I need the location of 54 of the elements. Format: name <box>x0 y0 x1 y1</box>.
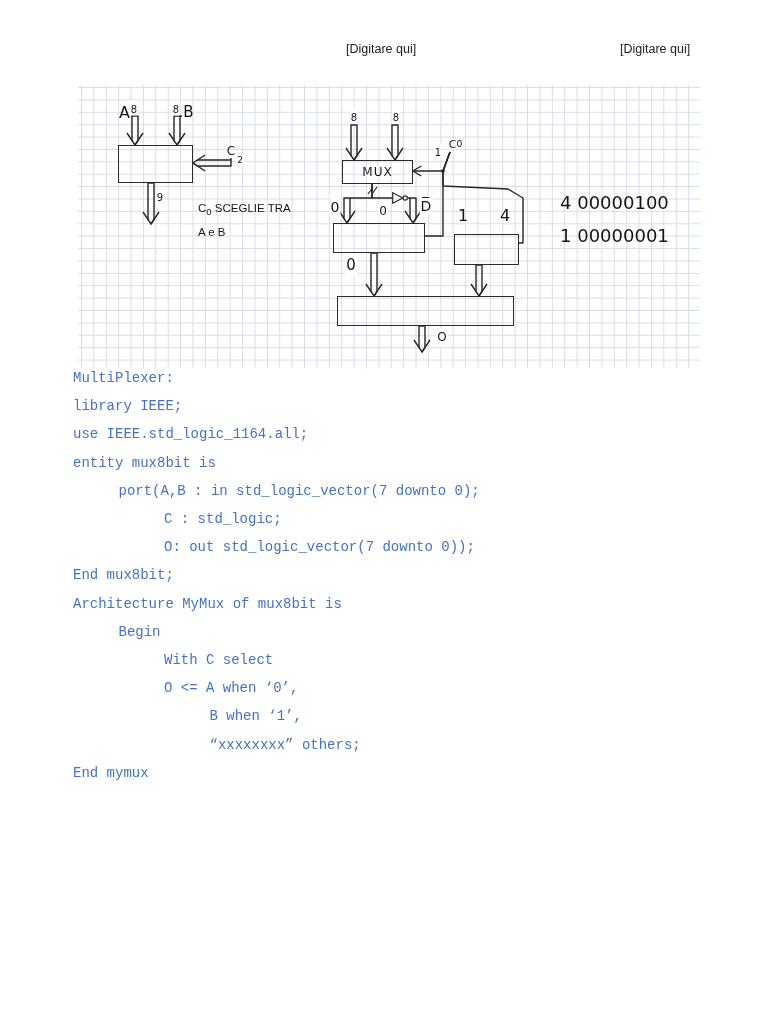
bus-arrow <box>470 264 488 297</box>
connector-line <box>442 151 524 244</box>
signal-label: C <box>225 143 237 158</box>
code-line: O: out std_logic_vector(7 downto 0)); <box>164 539 475 556</box>
edge-label: 0 <box>378 202 388 220</box>
mux-block: MUX <box>342 160 413 184</box>
bus-arrow <box>142 182 160 225</box>
input-value-label: 1 <box>458 207 469 226</box>
edge-label: 0 <box>345 254 357 276</box>
bus-arrow <box>413 325 431 353</box>
edge-label: 0 <box>329 195 341 217</box>
bus-arrow <box>404 197 422 224</box>
input-value-label: 4 <box>500 207 511 226</box>
logic-block <box>454 234 519 265</box>
header-placeholder-text: [Digitare qui] <box>346 42 417 57</box>
connector-line <box>371 183 393 199</box>
code-line: library IEEE; <box>73 398 183 415</box>
edge-label: 8 <box>349 108 359 124</box>
edge-label: O <box>436 328 448 346</box>
header-placeholder-text: [Digitare qui] <box>620 42 691 57</box>
code-line: C : std_logic; <box>164 511 282 527</box>
bus-arrow <box>345 124 363 161</box>
bus-arrow <box>168 115 186 146</box>
code-line: entity mux8bit is <box>73 454 216 471</box>
signal-label: B <box>182 103 195 122</box>
logic-block <box>337 296 514 326</box>
code-line: MultiPlexer: <box>73 370 174 386</box>
code-line: use IEEE.std_logic_1164.all; <box>73 426 309 443</box>
code-line: port(A,B : in std_logic_vector(7 downto 0); <box>118 482 480 499</box>
logic-block <box>118 145 193 183</box>
code-line: End mymux <box>73 764 149 781</box>
edge-label: 8 <box>129 100 139 116</box>
code-line: Begin <box>118 623 161 640</box>
binary-value-label: 4 00000100 <box>560 193 669 214</box>
edge-label: 9 <box>155 188 165 204</box>
bus-arrow <box>365 252 383 297</box>
edge-label: D̅ <box>419 194 433 216</box>
code-line: End mux8bit; <box>73 567 174 584</box>
code-line: O <= A when ‘0’, <box>164 680 299 697</box>
edge-label: 2 <box>236 153 244 167</box>
code-line: With C select <box>164 652 274 668</box>
inverter-symbol <box>392 192 408 204</box>
code-line: Architecture MyMux of mux8bit is <box>73 595 342 612</box>
binary-value-label: 1 00000001 <box>560 226 669 247</box>
signal-label: A <box>118 103 131 122</box>
bus-arrow <box>386 124 404 161</box>
edge-label: 8 <box>391 108 401 124</box>
code-line: B when ‘1’, <box>209 708 302 725</box>
bus-arrow <box>192 154 232 172</box>
edge-label: 1 <box>433 143 443 159</box>
logic-block <box>333 223 425 253</box>
code-line: “xxxxxxxx” others; <box>209 736 361 753</box>
handwritten-note: C$_{0}$ SCEGLIE TRA A e B <box>198 201 292 241</box>
bus-arrow <box>126 115 144 146</box>
